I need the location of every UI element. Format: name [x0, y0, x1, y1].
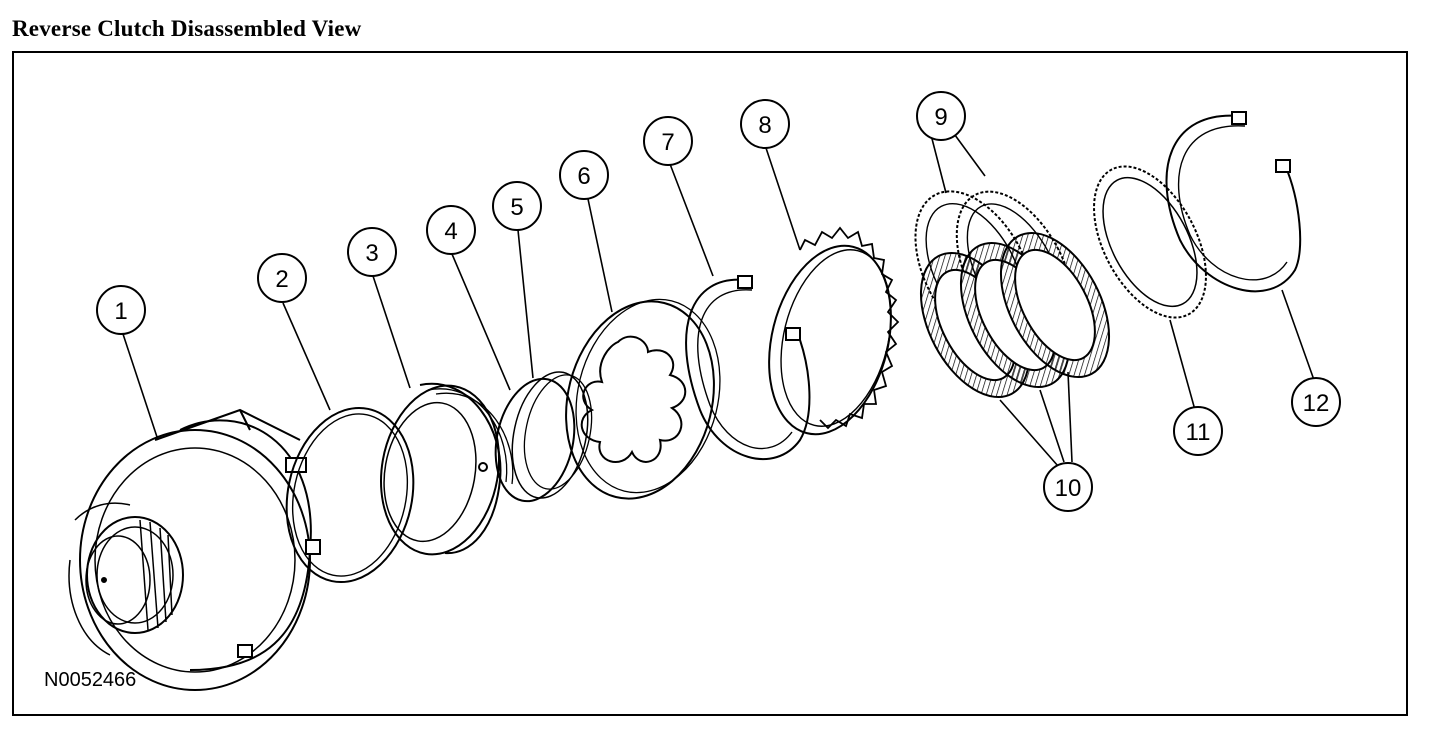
part-4-seal [494, 377, 576, 503]
diagram-frame [12, 51, 1408, 716]
page-title: Reverse Clutch Disassembled View [12, 16, 362, 41]
callout-7: 7 [643, 116, 693, 166]
leader-lines [122, 130, 1315, 467]
callout-2: 2 [257, 253, 307, 303]
part-12-snap-ring [1165, 111, 1302, 293]
svg-text:3: 3 [365, 240, 378, 267]
svg-text:2: 2 [275, 266, 288, 293]
part-10-friction-plates [919, 231, 1111, 399]
svg-text:4: 4 [444, 218, 457, 245]
part-8-hub [768, 226, 900, 436]
callout-3: 3 [347, 227, 397, 277]
svg-text:12: 12 [1303, 390, 1330, 417]
reference-code: N0052466 [44, 669, 136, 691]
svg-text:5: 5 [510, 194, 523, 221]
svg-text:9: 9 [934, 104, 947, 131]
callout-6: 6 [559, 150, 609, 200]
svg-text:8: 8 [758, 112, 771, 139]
part-6-spring-plate [565, 298, 721, 500]
part-3-piston [380, 382, 514, 556]
part-2-seal-ring [285, 406, 415, 584]
svg-text:11: 11 [1186, 419, 1211, 446]
callout-4: 4 [426, 205, 476, 255]
part-11-pressure-plate [1093, 165, 1207, 319]
part-7-snap-ring [685, 275, 811, 461]
callout-1: 1 [96, 285, 146, 335]
callout-8: 8 [740, 99, 790, 149]
svg-text:6: 6 [577, 163, 590, 190]
callout-11: 11 [1173, 406, 1223, 456]
svg-text:1: 1 [114, 298, 127, 325]
callout-9: 9 [916, 91, 966, 141]
part-1-clutch-drum [68, 408, 321, 691]
svg-text:10: 10 [1055, 475, 1082, 502]
callout-12: 12 [1291, 377, 1341, 427]
callout-5: 5 [492, 181, 542, 231]
callout-10: 10 [1043, 462, 1093, 512]
svg-text:7: 7 [661, 129, 674, 156]
